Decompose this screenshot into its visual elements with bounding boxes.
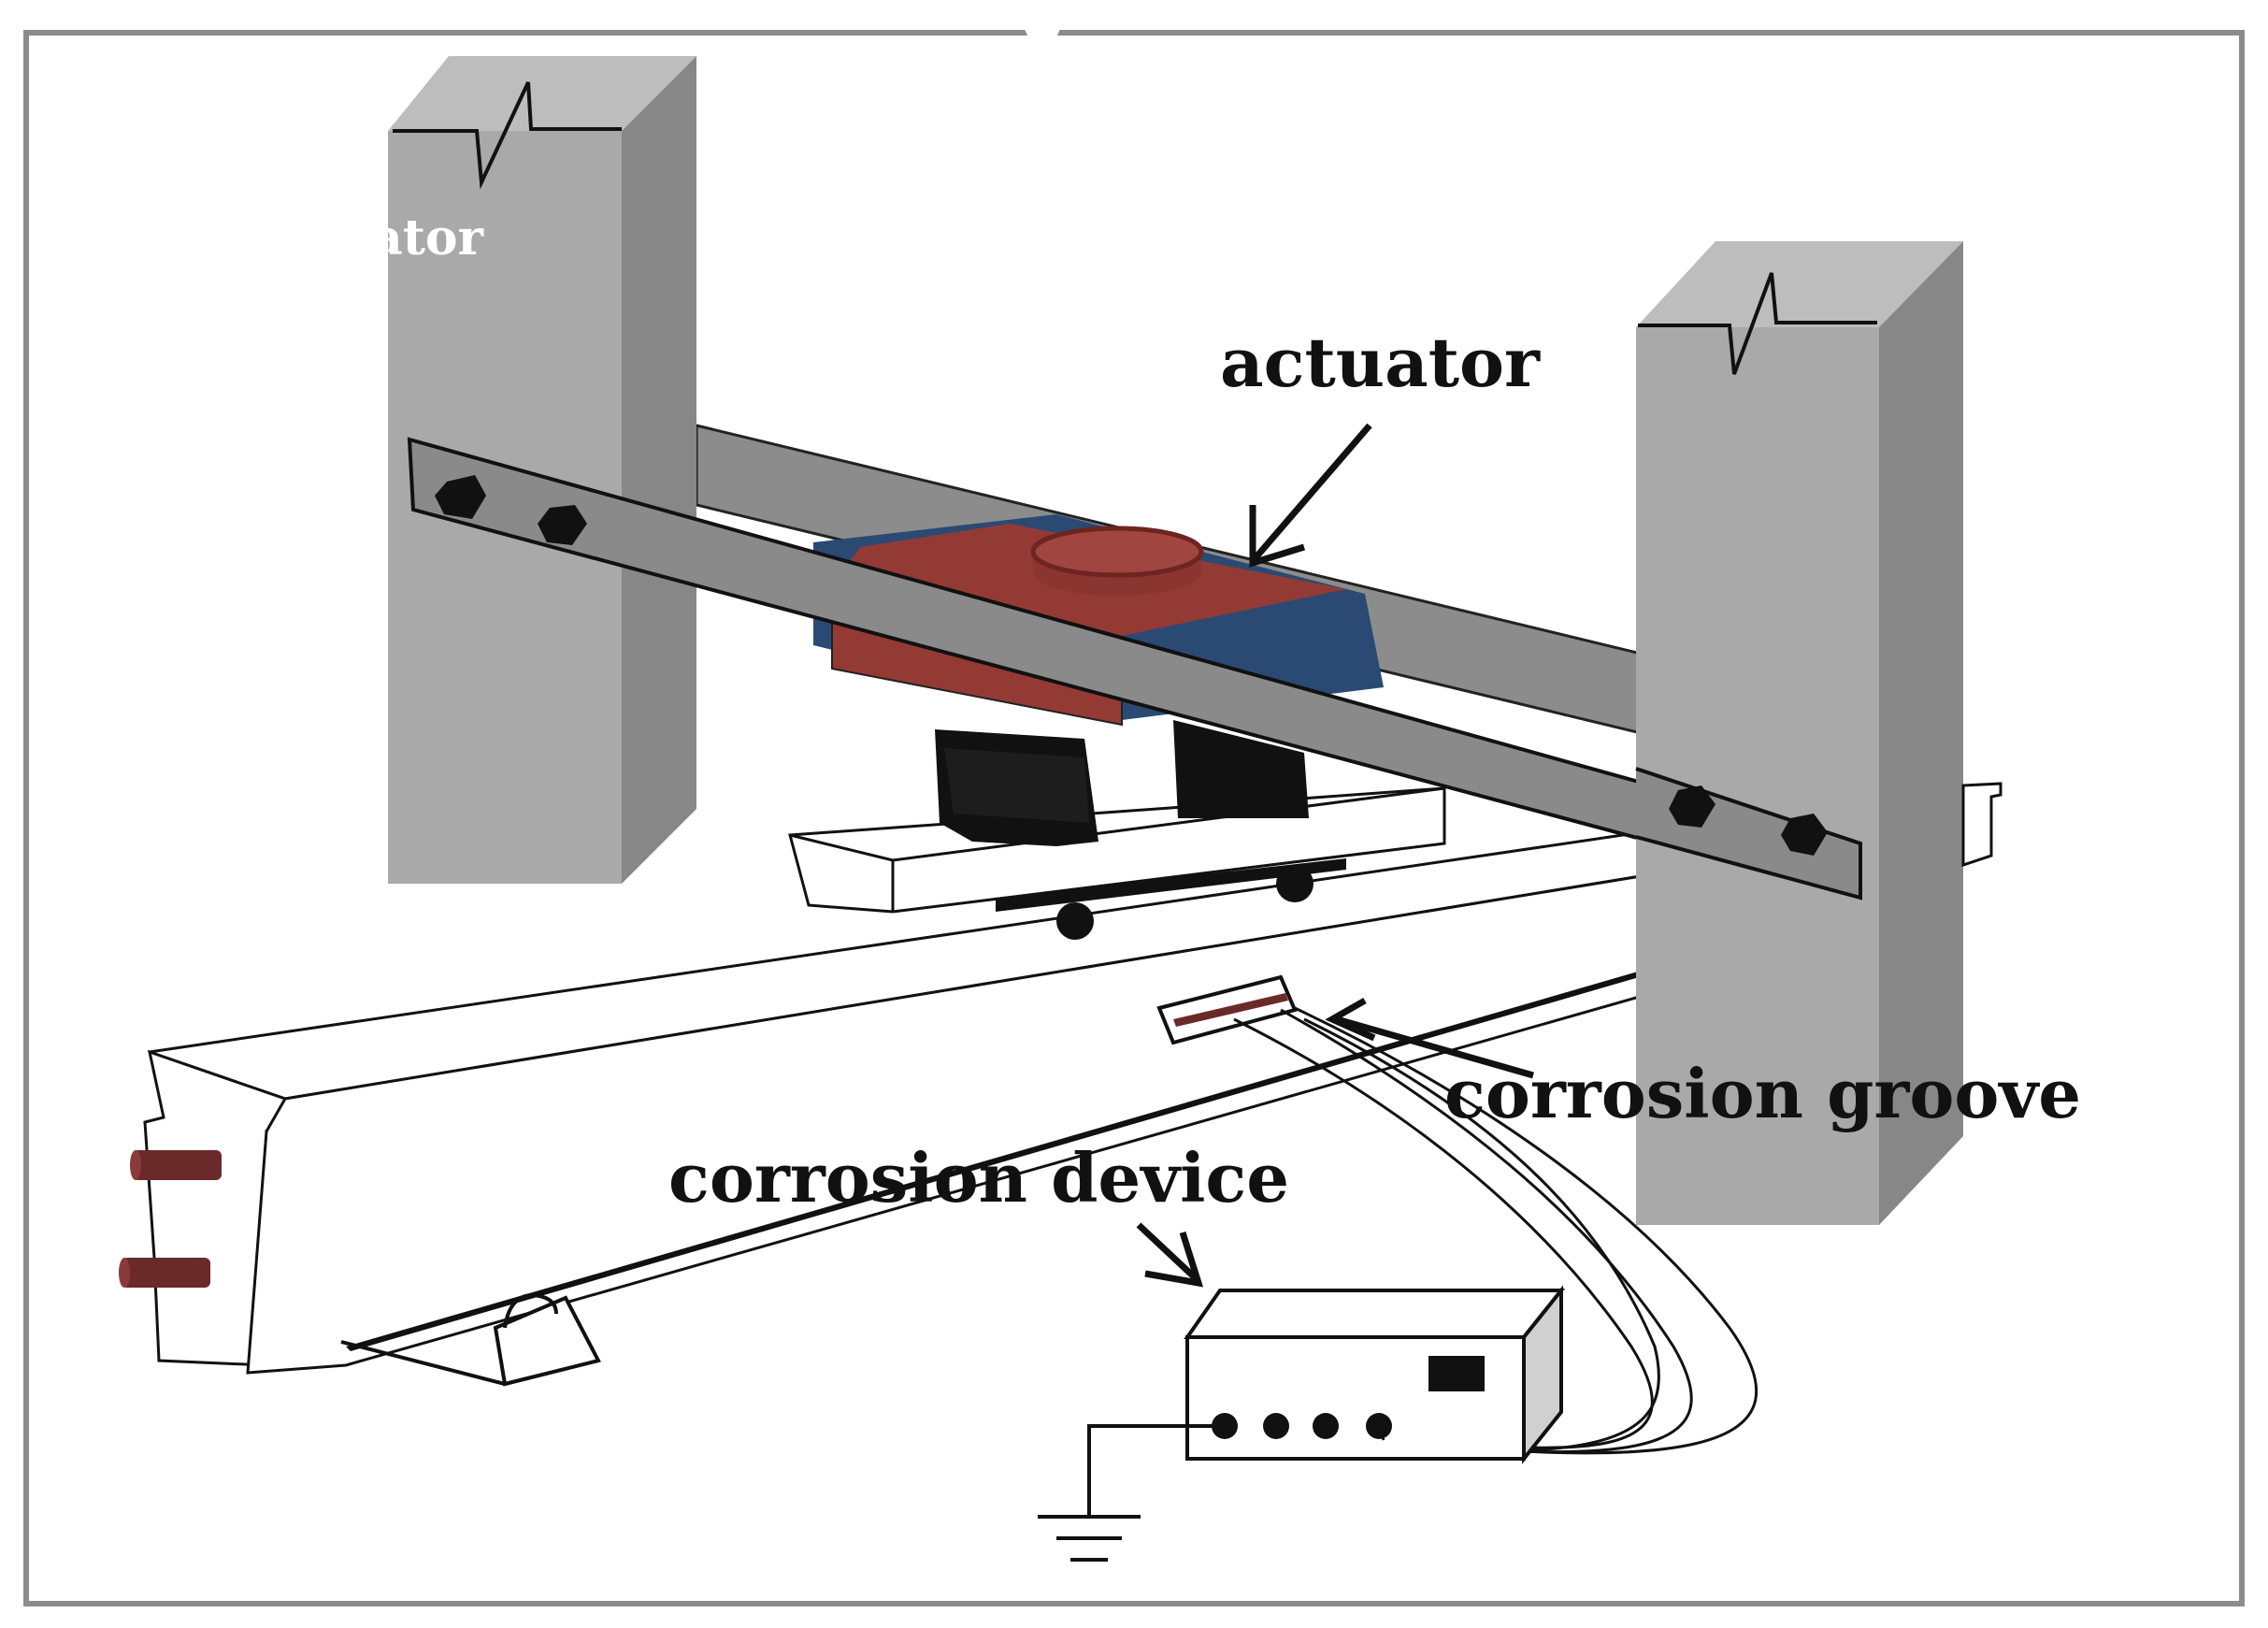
ground-symbol: [1038, 1424, 1225, 1562]
label-corrosion-groove: corrosion groove: [1444, 1054, 2081, 1133]
device-front: [1185, 1335, 1526, 1461]
right-column-top: [1636, 241, 1963, 327]
test-beam: [143, 826, 1825, 1375]
left-column-side: [622, 56, 696, 884]
support-block: [493, 1295, 601, 1387]
wheel-right: [1276, 865, 1313, 902]
left-column: actuator: [252, 56, 696, 884]
corrosion-device-box: [1184, 1285, 1566, 1464]
arrow-actuator: [1249, 423, 1372, 568]
right-column-break-line: [1638, 272, 1877, 375]
label-actuator: actuator: [1220, 323, 1541, 402]
left-column-top: [388, 56, 696, 131]
left-rollers: [119, 1150, 222, 1288]
frame-notch: [1019, 17, 1066, 37]
left-column-break-line: [393, 81, 622, 190]
bolt-1: [435, 475, 486, 519]
distribution-beam: [788, 786, 1446, 940]
label-corrosion-device: corrosion device: [668, 1138, 1289, 1217]
support-hook: [503, 1292, 558, 1329]
wheel-left: [1056, 902, 1094, 940]
test-beam-bottom-line: [346, 958, 1687, 1351]
roller-lower: [122, 1258, 210, 1288]
device-terminal-2: [1263, 1413, 1289, 1439]
svg-text:actuator: actuator: [252, 209, 484, 267]
right-column-side: [1879, 241, 1963, 1225]
right-column: [1635, 241, 1963, 1225]
device-side: [1522, 1285, 1563, 1464]
test-beam-end-right: [1961, 782, 2002, 868]
device-terminal-3: [1313, 1413, 1339, 1439]
right-column-front: [1636, 327, 1879, 1225]
corrosion-groove-element: [1156, 974, 1298, 1045]
roller-upper: [133, 1150, 222, 1180]
bottom-support: [340, 1292, 601, 1387]
load-cells: [935, 720, 1309, 846]
wheel-axle-bar: [996, 858, 1346, 912]
actuator-cylinder-top: [1030, 526, 1204, 578]
arrow-corrosion-device: [1136, 1222, 1204, 1288]
device-display: [1428, 1356, 1485, 1391]
device-top: [1184, 1289, 1566, 1339]
arrow-corrosion-groove: [1325, 997, 1534, 1079]
bolt-2: [538, 505, 587, 545]
outer-frame: [23, 30, 2245, 1606]
